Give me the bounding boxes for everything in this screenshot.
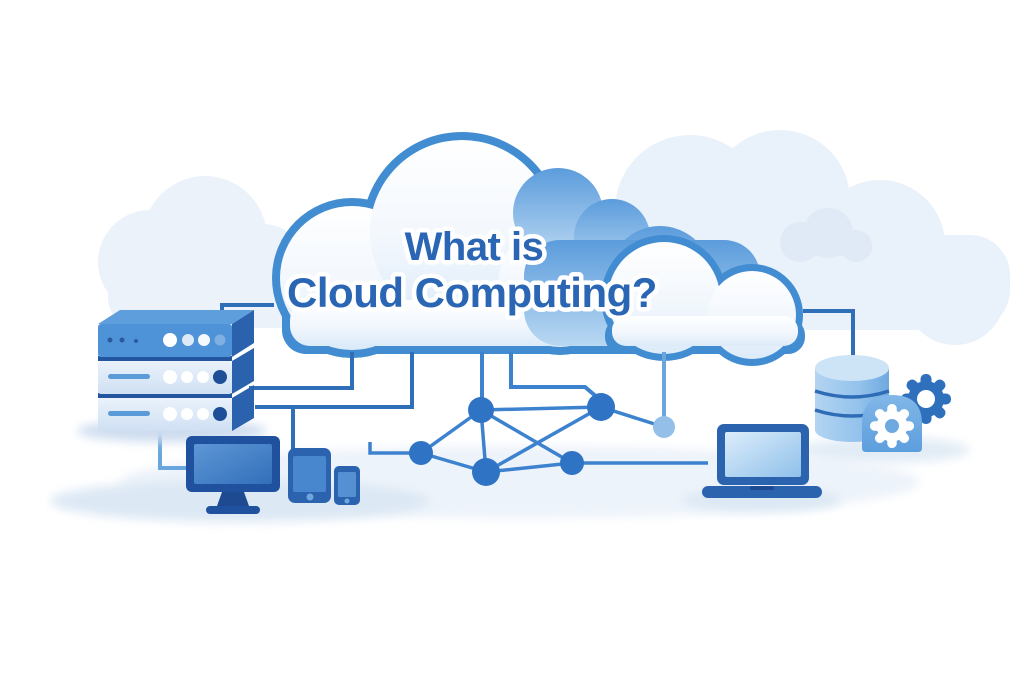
connector-cloud-to-database xyxy=(803,309,855,357)
title-line-2: Cloud Computing? xyxy=(287,269,657,316)
server-top-face xyxy=(98,310,254,324)
node-b xyxy=(409,441,433,465)
edge-c-e xyxy=(485,461,573,474)
server-stack-icon xyxy=(98,310,254,431)
laptop-base xyxy=(702,486,822,498)
server-slab-3-lights xyxy=(108,407,227,421)
smartphone-icon xyxy=(288,448,331,503)
laptop-hinge-notch xyxy=(750,486,774,490)
connector-cloud-to-node-d xyxy=(509,352,600,400)
db-groove-1 xyxy=(814,389,890,399)
server-side-faces xyxy=(232,310,254,431)
desktop-monitor-icon xyxy=(186,436,280,514)
edge-c-d xyxy=(485,405,602,474)
node-d xyxy=(587,393,615,421)
edge-a-e xyxy=(480,408,573,465)
phone-screen xyxy=(293,456,326,492)
cloud-secondary xyxy=(601,235,805,366)
server-gap-2 xyxy=(98,393,232,398)
small-phone-screen xyxy=(338,472,356,497)
edge-stub-left-to-b xyxy=(368,442,415,455)
monitor-stand-neck xyxy=(217,492,249,506)
node-light xyxy=(653,416,675,438)
server-slab-1-lights xyxy=(107,333,226,347)
network-nodes-icon xyxy=(368,352,708,486)
phone-home-button xyxy=(306,493,314,501)
db-top xyxy=(815,355,889,381)
smartphone-small-icon xyxy=(334,466,360,505)
backdrop-cloud-small-right xyxy=(780,208,872,262)
badge-gear xyxy=(870,404,914,448)
gear-hole xyxy=(917,390,935,408)
badge-gear-hole xyxy=(885,419,899,433)
node-e xyxy=(560,451,584,475)
title: What is Cloud Computing? xyxy=(283,221,662,321)
server-gap-1 xyxy=(98,356,232,361)
server-slab-2-lights xyxy=(108,370,227,384)
node-a xyxy=(468,397,494,423)
settings-gear-badge-icon xyxy=(862,395,922,452)
connector-server-to-cloud-bottom xyxy=(249,352,354,390)
monitor-stand-base xyxy=(206,506,260,514)
node-c xyxy=(472,458,500,486)
title-line-1: What is xyxy=(405,225,544,269)
cloud-secondary-fill xyxy=(608,242,798,359)
monitor-screen xyxy=(194,444,272,484)
small-phone-home-button xyxy=(344,498,350,504)
laptop-icon xyxy=(702,424,822,498)
connector-bus-horizontal xyxy=(255,352,414,409)
connector-lines xyxy=(158,303,855,470)
edge-a-d xyxy=(480,405,602,412)
laptop-screen xyxy=(725,432,801,477)
network-node-circles xyxy=(409,393,615,486)
